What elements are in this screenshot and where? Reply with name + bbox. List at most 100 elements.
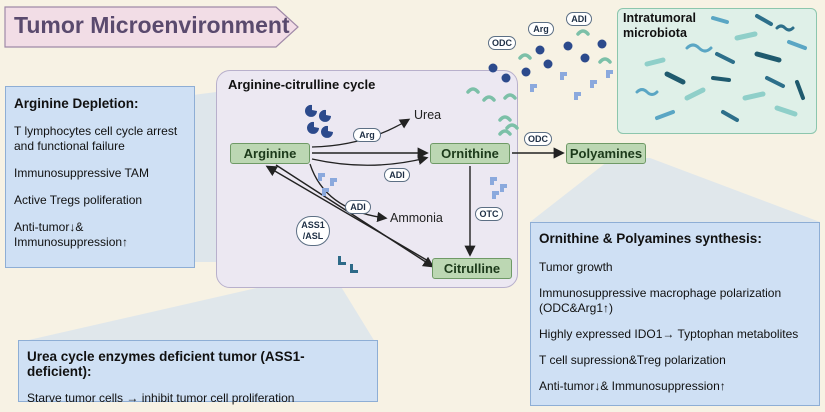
released-adi-icon <box>530 84 537 92</box>
ornithine-item-3: Highly expressed IDO1→ Typtophan metabol… <box>539 327 799 341</box>
released-adi-icon <box>590 80 597 88</box>
microbiota-title-line-2: microbiota <box>623 26 687 40</box>
released-arg-icon <box>501 73 511 83</box>
released-adi-icon <box>606 70 613 78</box>
arginine-item-2: Immunosuppressive TAM <box>14 166 149 180</box>
microbiota-title-line-1: Intratumoral <box>623 11 696 25</box>
arg-molecule-icon <box>321 125 333 138</box>
microbiota-enzyme-arg: Arg <box>528 22 554 36</box>
otc-molecule-icon <box>500 184 507 192</box>
bacteria-cluster <box>635 14 807 122</box>
arginine-item-3: Active Tregs poliferation <box>14 193 143 207</box>
odc-molecule-icon <box>505 123 519 130</box>
intratumoral-microbiota-panel <box>617 8 817 134</box>
adi-molecule-icon <box>318 173 325 181</box>
bacterium-icon <box>664 71 686 85</box>
released-odc-icon <box>518 53 532 60</box>
released-adi-icon <box>560 72 567 80</box>
bacterium-icon <box>734 31 758 41</box>
enzyme-ass1-asl: ASS1 /ASL <box>296 216 330 246</box>
enzyme-odc-cycle: ODC <box>524 132 552 146</box>
released-odc-icon <box>466 87 480 94</box>
microbiota-title: Intratumoral microbiota <box>623 11 696 41</box>
microbiota-enzyme-adi: ADI <box>566 12 592 26</box>
bacterium-icon <box>765 76 785 88</box>
arg-molecule-icon <box>307 121 319 134</box>
bacterium-icon <box>754 51 782 63</box>
product-urea: Urea <box>414 108 442 122</box>
product-ammonia: Ammonia <box>390 211 443 225</box>
released-arg-icon <box>563 41 573 51</box>
released-arg-icon <box>535 45 545 55</box>
urea-cycle-deficient-panel: Urea cycle enzymes deficient tumor (ASS1… <box>18 340 378 405</box>
bacterium-icon <box>635 88 659 96</box>
released-odc-icon <box>576 29 590 36</box>
urea-panel-title: Urea cycle enzymes deficient tumor (ASS1… <box>27 349 305 379</box>
released-arg-icon <box>521 67 531 77</box>
urea-panel-text: Starve tumor cells → inhibit tumor cell … <box>27 391 295 405</box>
banner-shape <box>4 6 299 48</box>
otc-molecule-icon <box>490 177 497 185</box>
enzyme-adi-top: ADI <box>384 168 410 182</box>
otc-molecule-icon <box>492 191 499 199</box>
enzyme-otc: OTC <box>475 207 503 221</box>
bacterium-icon <box>774 105 798 117</box>
odc-molecule-icon <box>498 115 512 122</box>
released-adi-icon <box>574 92 581 100</box>
ornithine-panel-title: Ornithine & Polyamines synthesis: <box>539 231 762 246</box>
funnel-right <box>530 158 820 222</box>
released-arg-icon <box>580 53 590 63</box>
bacterium-icon <box>775 24 795 32</box>
odc-molecule-icon <box>498 129 512 136</box>
enzyme-adi-mid: ADI <box>345 200 371 214</box>
bacterium-icon <box>715 52 735 64</box>
bacterium-icon <box>787 40 807 50</box>
released-odc-icon <box>482 95 496 102</box>
ornithine-polyamines-panel: Ornithine & Polyamines synthesis: Tumor … <box>530 222 820 406</box>
ornithine-item-2: Immunosuppressive macrophage polarizatio… <box>539 286 782 315</box>
microbiota-enzyme-odc: ODC <box>488 36 516 50</box>
released-arg-icon <box>488 63 498 73</box>
bacterium-icon <box>721 110 739 122</box>
arginine-depletion-panel: Arginine Depletion: T lymphocytes cell c… <box>5 86 195 268</box>
node-ornithine: Ornithine <box>430 143 510 164</box>
bacterium-icon <box>711 76 731 82</box>
funnel-bottom <box>20 285 375 342</box>
ornithine-item-4: T cell supression&Treg polarization <box>539 353 726 367</box>
ass1-molecule-icon <box>350 264 358 273</box>
arrow-arginine-to-citrulline <box>275 164 435 268</box>
ass1-molecule-icon <box>338 256 346 265</box>
bacterium-icon <box>684 87 706 101</box>
bacterium-icon <box>795 80 805 100</box>
adi-molecule-icon <box>330 178 337 186</box>
node-arginine: Arginine <box>230 143 310 164</box>
arginine-item-4: Anti-tumor↓& Immunosuppression↑ <box>14 220 129 249</box>
bacterium-icon <box>711 16 729 24</box>
ornithine-item-1: Tumor growth <box>539 260 613 274</box>
node-citrulline: Citrulline <box>432 258 512 279</box>
bacterium-icon <box>685 43 713 53</box>
arginine-panel-title: Arginine Depletion: <box>14 96 139 111</box>
ass1-line-2: /ASL <box>302 231 324 241</box>
released-arg-icon <box>543 59 553 69</box>
bacterium-icon <box>742 91 766 101</box>
enzyme-arg: Arg <box>353 128 381 142</box>
arrow-citrulline-to-arginine <box>265 165 431 263</box>
released-odc-icon <box>503 93 517 100</box>
released-odc-icon <box>598 57 612 64</box>
arg-molecule-icon <box>319 109 331 122</box>
bacterium-icon <box>655 110 675 120</box>
cycle-title: Arginine-citrulline cycle <box>228 77 376 92</box>
ass1-line-1: ASS1 <box>301 220 325 230</box>
arg-molecule-icon <box>305 104 317 117</box>
adi-molecule-icon <box>322 188 329 196</box>
arrow-to-ammonia <box>309 163 388 223</box>
arrow-adi-curve <box>311 154 429 166</box>
node-polyamines: Polyamines <box>566 143 646 164</box>
bacterium-icon <box>755 14 773 26</box>
ornithine-item-5: Anti-tumor↓& Immunosuppression↑ <box>539 379 726 393</box>
banner-title: Tumor Microenvironment <box>14 12 290 38</box>
arginine-item-1: T lymphocytes cell cycle arrest and func… <box>14 124 178 153</box>
released-arg-icon <box>597 39 607 49</box>
